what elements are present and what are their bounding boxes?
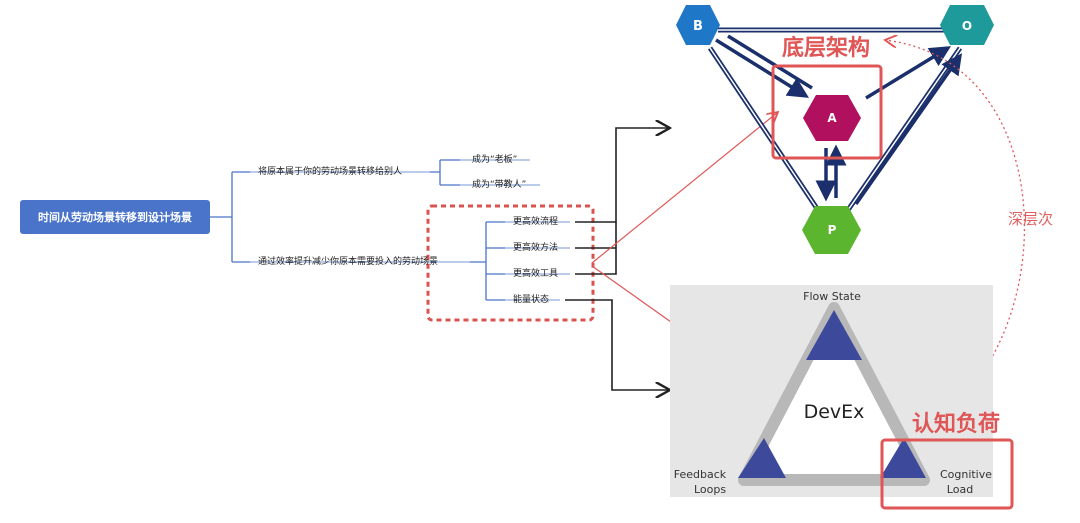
deeper-label: 深层次 (1008, 210, 1054, 228)
devex-top: Flow State (803, 290, 861, 303)
hex-a-label: A (827, 111, 837, 125)
devex-panel: DevEx Flow State Feedback Loops Cognitiv… (670, 285, 993, 497)
hex-p: P (802, 206, 861, 254)
devex-bottom-left-2: Loops (694, 483, 726, 496)
hex-b-label: B (693, 19, 703, 34)
hex-o-label: O (962, 19, 972, 33)
architecture-label: 底层架构 (782, 36, 871, 61)
devex-center: DevEx (804, 401, 865, 423)
branch-efficiency-label: 通过效率提升减少你原本需要投入的劳动场景 (258, 257, 439, 267)
branch-transfer-label: 将原本属于你的劳动场景转移给别人 (258, 167, 403, 177)
hex-a: A (803, 95, 861, 141)
cognitive-load-label: 认知负荷 (912, 412, 1001, 437)
deeper-connector (885, 40, 1026, 401)
hex-o: O (940, 5, 994, 45)
devex-bottom-right-1: Cognitive (940, 468, 992, 481)
cognitive-load-highlight-box (880, 438, 1014, 510)
mindmap-root: 时间从劳动场景转移到设计场景 (20, 200, 210, 234)
leaf-energy: 能量状态 (513, 295, 550, 305)
devex-bottom-right-2: Load (947, 483, 973, 496)
leaf-tool: 更高效工具 (513, 269, 559, 279)
leaf-process: 更高效流程 (513, 217, 559, 227)
leaf-mentor: 成为“带教人” (472, 180, 527, 190)
hex-b: B (676, 5, 720, 45)
leaf-boss: 成为“老板” (472, 155, 518, 165)
devex-bottom-left-1: Feedback (674, 468, 727, 481)
method-highlight-box (426, 204, 595, 322)
hex-p-label: P (828, 223, 837, 237)
architecture-highlight-box (771, 64, 883, 160)
black-arrows (565, 128, 670, 390)
leaf-method: 更高效方法 (513, 243, 559, 253)
mindmap-connectors (210, 159, 570, 301)
